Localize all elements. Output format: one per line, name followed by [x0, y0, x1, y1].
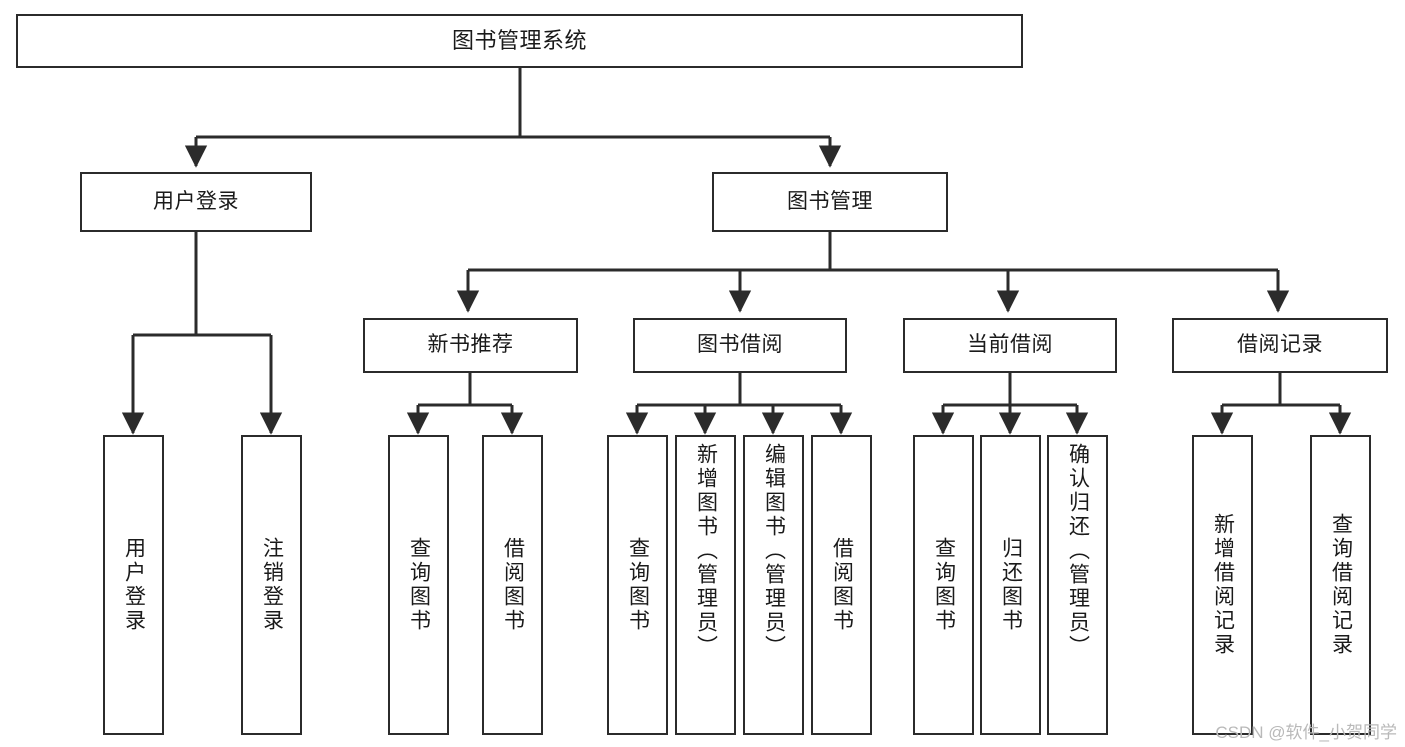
node-book-manage[interactable]: 图书管理 — [712, 172, 948, 232]
leaf-confirm-return-label: 确认归还（管理员） — [1066, 443, 1090, 659]
leaf-borrow-book-b[interactable]: 借阅图书 — [811, 435, 872, 735]
leaf-edit-book[interactable]: 编辑图书（管理员） — [743, 435, 804, 735]
node-book-manage-label: 图书管理 — [787, 189, 873, 213]
leaf-edit-book-label: 编辑图书（管理员） — [762, 443, 786, 659]
leaf-return-book-label: 归还图书 — [999, 537, 1023, 633]
leaf-query-book-a[interactable]: 查询图书 — [388, 435, 449, 735]
leaf-add-record[interactable]: 新增借阅记录 — [1192, 435, 1253, 735]
node-new-book-recommend-label: 新书推荐 — [427, 333, 514, 357]
leaf-borrow-book-a[interactable]: 借阅图书 — [482, 435, 543, 735]
leaf-add-record-label: 新增借阅记录 — [1211, 513, 1235, 657]
leaf-query-book-b[interactable]: 查询图书 — [607, 435, 668, 735]
node-book-borrow[interactable]: 图书借阅 — [633, 318, 847, 373]
leaf-logout-label: 注销登录 — [260, 537, 284, 633]
node-current-borrow-label: 当前借阅 — [967, 333, 1053, 357]
leaf-query-book-c[interactable]: 查询图书 — [913, 435, 974, 735]
node-borrow-record-label: 借阅记录 — [1237, 333, 1323, 357]
leaf-query-book-c-label: 查询图书 — [932, 537, 956, 633]
node-book-borrow-label: 图书借阅 — [697, 333, 783, 357]
leaf-query-record-label: 查询借阅记录 — [1329, 513, 1353, 657]
leaf-borrow-book-a-label: 借阅图书 — [501, 537, 525, 633]
leaf-user-login[interactable]: 用户登录 — [103, 435, 164, 735]
leaf-confirm-return[interactable]: 确认归还（管理员） — [1047, 435, 1108, 735]
leaf-query-book-b-label: 查询图书 — [626, 537, 650, 633]
leaf-logout[interactable]: 注销登录 — [241, 435, 302, 735]
node-user-login-label: 用户登录 — [153, 189, 239, 213]
leaf-add-book[interactable]: 新增图书（管理员） — [675, 435, 736, 735]
node-root-system-label: 图书管理系统 — [451, 28, 587, 54]
node-borrow-record[interactable]: 借阅记录 — [1172, 318, 1388, 373]
leaf-borrow-book-b-label: 借阅图书 — [830, 537, 854, 633]
leaf-user-login-label: 用户登录 — [122, 537, 146, 633]
node-current-borrow[interactable]: 当前借阅 — [903, 318, 1117, 373]
leaf-query-book-a-label: 查询图书 — [407, 537, 431, 633]
node-root-system[interactable]: 图书管理系统 — [16, 14, 1023, 68]
leaf-add-book-label: 新增图书（管理员） — [694, 443, 718, 659]
node-user-login[interactable]: 用户登录 — [80, 172, 312, 232]
leaf-return-book[interactable]: 归还图书 — [980, 435, 1041, 735]
node-new-book-recommend[interactable]: 新书推荐 — [363, 318, 578, 373]
leaf-query-record[interactable]: 查询借阅记录 — [1310, 435, 1371, 735]
